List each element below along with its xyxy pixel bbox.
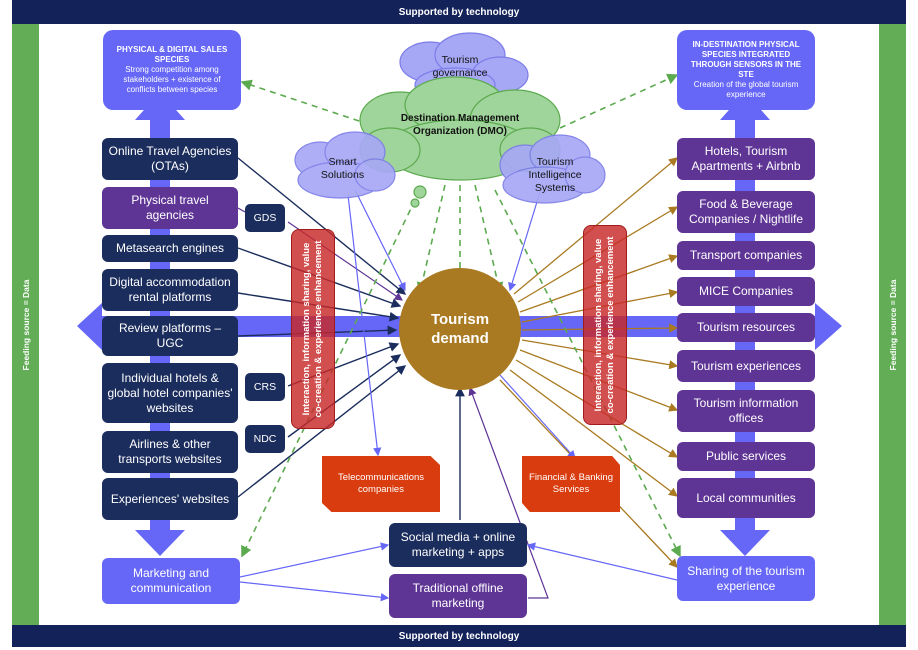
link-demand-financial xyxy=(499,374,576,459)
link-local xyxy=(509,369,679,497)
sharing-box: Sharing of the tourism experience xyxy=(677,556,815,601)
cloud-smart-label: Smart Solutions xyxy=(320,156,365,181)
left-item-label: Experiences' websites xyxy=(110,491,230,506)
right-item-label: MICE Companies xyxy=(698,284,794,298)
social-media-label: Social media + online marketing + apps xyxy=(400,530,516,559)
dmo-to-left-top-box xyxy=(240,79,381,129)
right-item-resources: Tourism resources xyxy=(677,313,815,342)
left-item-airlines: Airlines & other transports websites xyxy=(102,431,238,473)
right-item-transport: Transport companies xyxy=(677,241,815,270)
right-item-label: Tourism resources xyxy=(696,320,796,334)
left-item-label: Metasearch engines xyxy=(115,241,225,255)
link-smart-telecom xyxy=(347,194,382,457)
right-interaction-band: Interaction, information sharing, value … xyxy=(583,225,627,425)
cloud-intelligence-label: Tourism Intelligence Systems xyxy=(528,156,582,194)
link-experiences xyxy=(237,365,407,498)
traditional-marketing-box: Traditional offline marketing xyxy=(389,574,527,618)
telecom-label: Telecommunications companies xyxy=(337,472,425,495)
right-data-bar: Feeding source = Data xyxy=(879,24,906,625)
financial-box: Financial & Banking Services xyxy=(522,456,620,512)
right-item-public-services: Public services xyxy=(677,442,815,471)
link-otas xyxy=(237,157,407,295)
left-item-review-platforms: Review platforms – UGC xyxy=(102,316,238,356)
link-smart-demand xyxy=(354,189,406,292)
right-item-label: Tourism experiences xyxy=(690,358,802,373)
right-item-local-communities: Local communities xyxy=(677,478,815,518)
left-item-label: Physical travel agencies xyxy=(131,193,209,222)
right-item-label: Hotels, Tourism Apartments + Airbnb xyxy=(691,144,801,173)
right-item-label: Food & Beverage Companies / Nightlife xyxy=(688,197,804,226)
tag-label: CRS xyxy=(253,380,277,393)
left-item-metasearch: Metasearch engines xyxy=(102,235,238,262)
tourism-demand-circle: Tourism demand xyxy=(399,268,521,390)
link-marketing-social xyxy=(239,542,390,578)
right-item-label: Transport companies xyxy=(689,248,803,262)
bottom-bar-label: Supported by technology xyxy=(398,630,520,642)
left-interaction-band: Interaction, information sharing, value … xyxy=(291,229,335,429)
marketing-box: Marketing and communication xyxy=(102,558,240,604)
traditional-marketing-label: Traditional offline marketing xyxy=(412,581,504,610)
top-left-body: Strong competition among stakeholders + … xyxy=(123,65,221,94)
tag-crs: CRS xyxy=(245,373,285,401)
financial-label: Financial & Banking Services xyxy=(529,472,613,495)
marketing-label: Marketing and communication xyxy=(130,566,212,595)
link-traditional xyxy=(468,386,549,599)
top-right-body: Creation of the global tourism experienc… xyxy=(693,80,799,99)
link-marketing-traditional xyxy=(239,581,390,602)
left-item-physical-agencies: Physical travel agencies xyxy=(102,187,238,229)
telecom-box: Telecommunications companies xyxy=(322,456,440,512)
right-band-label: Interaction, information sharing, value … xyxy=(593,236,616,414)
top-left-title: PHYSICAL & DIGITAL SALES SPECIES xyxy=(116,45,228,64)
social-media-box: Social media + online marketing + apps xyxy=(389,523,527,567)
left-item-label: Airlines & other transports websites xyxy=(118,437,222,466)
right-spine-down-arrow xyxy=(720,530,770,556)
tag-label: NDC xyxy=(253,432,277,445)
top-right-title: IN-DESTINATION PHYSICAL SPECIES INTEGRAT… xyxy=(690,40,802,79)
left-spine-down-arrow xyxy=(135,530,185,556)
right-item-label: Tourism information offices xyxy=(693,396,799,425)
sharing-label: Sharing of the tourism experience xyxy=(687,563,805,593)
top-bar-label: Supported by technology xyxy=(398,6,520,18)
left-item-label: Individual hotels & global hotel compani… xyxy=(107,370,233,415)
left-item-label: Review platforms – UGC xyxy=(118,321,222,350)
dmo-to-demand-3 xyxy=(474,184,504,294)
top-left-box: PHYSICAL & DIGITAL SALES SPECIES Strong … xyxy=(103,30,241,110)
dmo-to-demand-1 xyxy=(416,184,446,294)
left-band-label: Interaction, information sharing, value … xyxy=(301,240,324,418)
left-item-label: Online Travel Agencies (OTAs) xyxy=(108,144,232,173)
right-item-label: Local communities xyxy=(696,490,796,505)
cloud-dmo xyxy=(359,76,561,208)
left-item-hotel-websites: Individual hotels & global hotel compani… xyxy=(102,363,238,423)
link-agencies-gds xyxy=(237,207,246,213)
left-item-label: Digital accommodation rental platforms xyxy=(109,275,231,304)
bottom-technology-bar: Supported by technology xyxy=(12,625,906,647)
top-right-box: IN-DESTINATION PHYSICAL SPECIES INTEGRAT… xyxy=(677,30,815,110)
left-item-experiences: Experiences' websites xyxy=(102,478,238,520)
link-sharing-social xyxy=(526,542,678,581)
cloud-smart xyxy=(294,131,396,199)
right-item-info-offices: Tourism information offices xyxy=(677,390,815,432)
left-item-digital-accommodation: Digital accommodation rental platforms xyxy=(102,269,238,311)
cloud-governance-label: Tourism governance xyxy=(432,54,488,79)
left-data-bar: Feeding source = Data xyxy=(12,24,39,625)
dmo-to-sharing xyxy=(494,189,681,558)
right-item-label: Public services xyxy=(705,449,787,463)
cloud-dmo-label: Destination Management Organization (DMO… xyxy=(400,113,520,137)
tag-ndc: NDC xyxy=(245,425,285,453)
right-item-hotels: Hotels, Tourism Apartments + Airbnb xyxy=(677,138,815,180)
right-item-mice: MICE Companies xyxy=(677,277,815,306)
right-item-experiences: Tourism experiences xyxy=(677,350,815,382)
link-intel-demand xyxy=(508,191,541,292)
right-item-food-beverage: Food & Beverage Companies / Nightlife xyxy=(677,191,815,233)
tag-label: GDS xyxy=(253,211,277,224)
tourism-demand-label: Tourism demand xyxy=(430,311,490,347)
tag-gds: GDS xyxy=(245,204,285,232)
cloud-intelligence xyxy=(499,134,606,204)
top-technology-bar: Supported by technology xyxy=(12,0,906,24)
left-item-otas: Online Travel Agencies (OTAs) xyxy=(102,138,238,180)
